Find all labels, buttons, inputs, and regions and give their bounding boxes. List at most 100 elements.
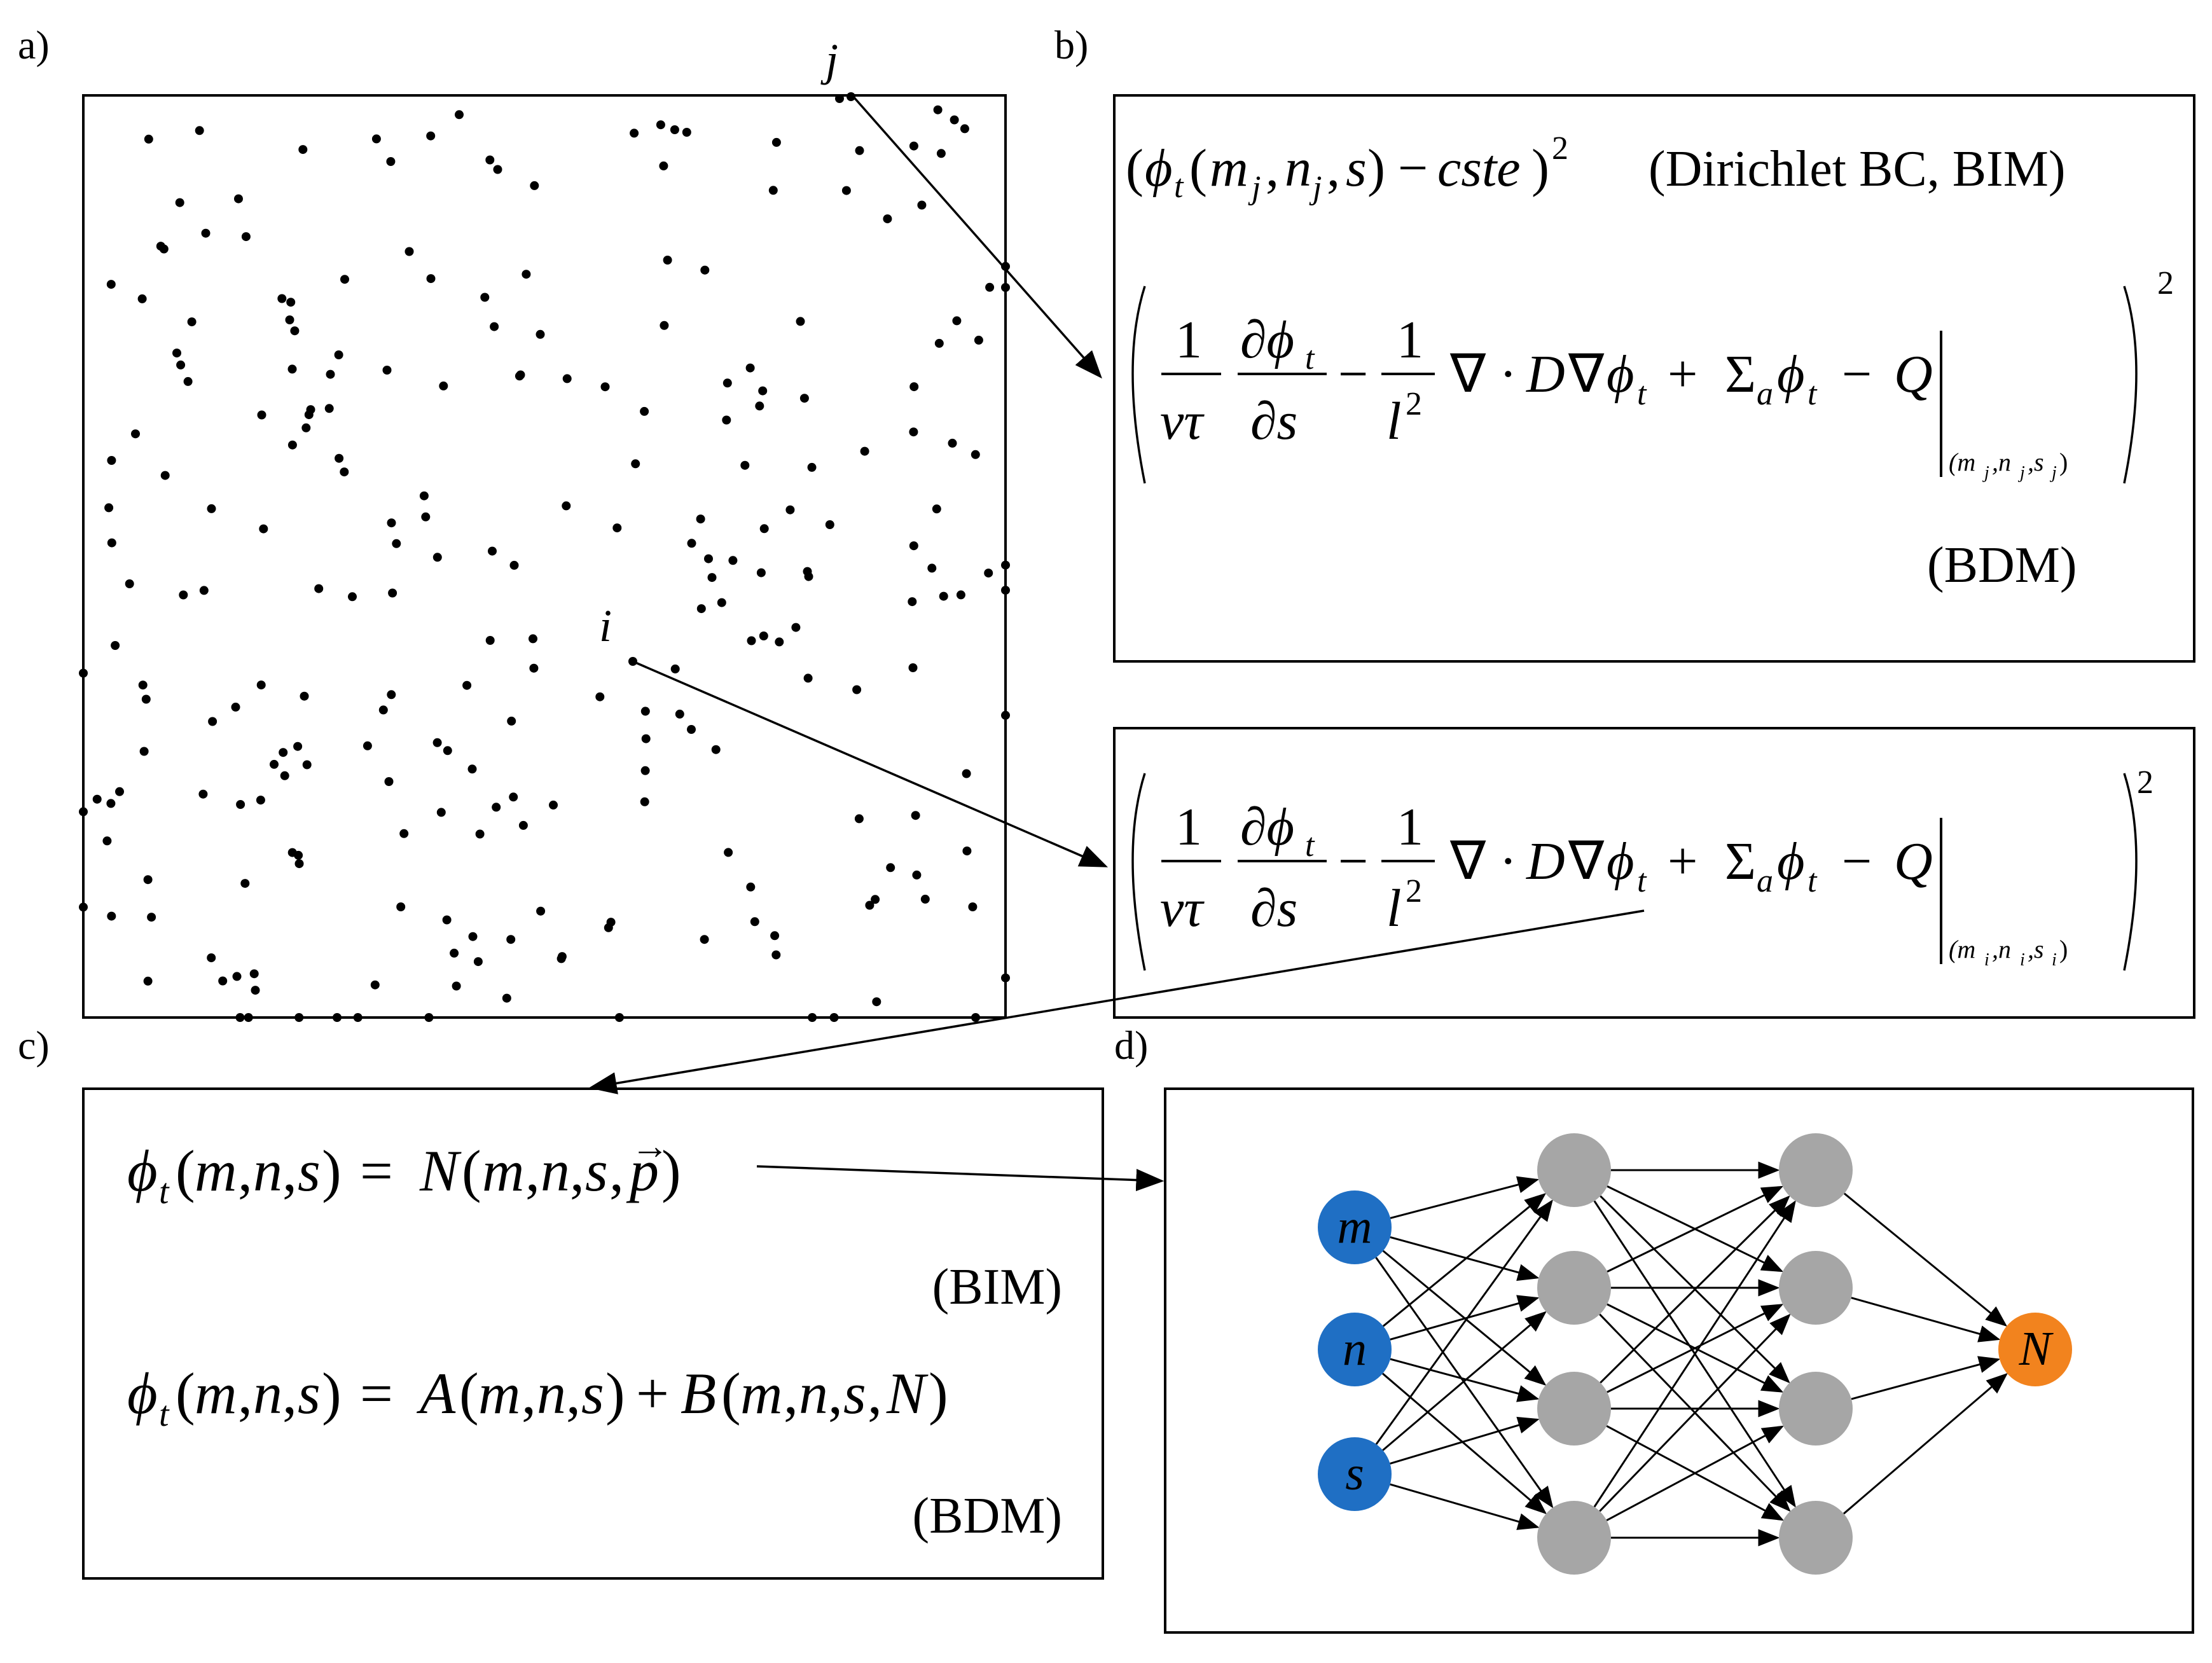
collocation-point <box>298 145 308 155</box>
svg-text:(: ( <box>459 1361 479 1426</box>
network-edge <box>1390 1483 1540 1530</box>
svg-text:t: t <box>1637 863 1647 899</box>
collocation-point <box>920 894 930 904</box>
collocation-point <box>138 680 148 690</box>
collocation-point <box>176 360 186 369</box>
svg-text:Σ: Σ <box>1725 345 1756 404</box>
collocation-point <box>492 803 501 812</box>
svg-text:∇ ·: ∇ · <box>1449 345 1517 404</box>
svg-text:B: B <box>681 1361 716 1426</box>
svg-text:,: , <box>282 1138 297 1203</box>
collocation-point <box>756 568 766 577</box>
collocation-point <box>244 1013 253 1022</box>
collocation-point <box>370 980 380 990</box>
svg-text:i: i <box>1984 950 1989 970</box>
svg-text:m: m <box>195 1361 237 1426</box>
svg-text:n: n <box>541 1138 570 1203</box>
collocation-point <box>771 137 781 147</box>
svg-text:(: ( <box>176 1138 195 1203</box>
collocation-point <box>640 766 650 775</box>
svg-text:s: s <box>1346 139 1367 198</box>
collocation-point <box>443 746 452 756</box>
svg-text:m: m <box>482 1138 524 1203</box>
output-node-N <box>1998 1313 2072 1386</box>
network-edge <box>1851 1297 2001 1342</box>
collocation-point <box>467 764 477 774</box>
collocation-point <box>256 796 265 805</box>
collocation-point <box>371 134 381 144</box>
svg-text:+: + <box>1668 832 1697 891</box>
collocation-point <box>614 1013 624 1022</box>
collocation-point <box>506 935 516 944</box>
collocation-point <box>682 128 691 137</box>
svg-text:2: 2 <box>1406 386 1422 422</box>
collocation-point <box>1001 261 1010 271</box>
svg-text:,: , <box>784 1361 798 1426</box>
collocation-point <box>759 631 768 640</box>
network-edge <box>1390 1236 1540 1281</box>
network-connections <box>1375 1161 2008 1547</box>
collocation-point <box>871 895 880 904</box>
collocation-point <box>841 186 851 195</box>
svg-text:∂ϕ: ∂ϕ <box>1240 310 1294 369</box>
collocation-point <box>382 366 392 375</box>
collocation-point <box>392 539 401 548</box>
collocation-point <box>485 155 495 165</box>
collocation-point <box>490 322 499 331</box>
collocation-point <box>473 957 483 967</box>
collocation-point <box>333 1013 342 1022</box>
collocation-point <box>932 504 941 514</box>
svg-text:j: j <box>1982 463 1989 483</box>
collocation-point <box>656 120 665 130</box>
panel-a-box <box>82 94 1007 1019</box>
collocation-point <box>640 797 649 806</box>
svg-text:,: , <box>238 1361 252 1426</box>
collocation-point <box>363 741 372 750</box>
collocation-point <box>717 598 726 607</box>
collocation-point <box>480 293 490 302</box>
svg-text:): ) <box>2059 448 2068 476</box>
network-edge <box>1382 1311 1547 1451</box>
svg-text:l: l <box>1386 879 1401 938</box>
collocation-point <box>750 917 759 927</box>
collocation-point <box>536 329 545 339</box>
collocation-point <box>241 232 251 242</box>
collocation-point <box>293 742 303 751</box>
svg-text:m: m <box>478 1361 520 1426</box>
collocation-point <box>755 401 764 411</box>
svg-text:,: , <box>1327 139 1340 198</box>
network-edge <box>1382 1250 1547 1386</box>
hidden-node <box>1779 1133 1853 1207</box>
collocation-point <box>746 882 756 892</box>
network-edge <box>1390 1416 1540 1465</box>
collocation-point <box>631 459 640 469</box>
svg-text:Σ: Σ <box>1725 832 1756 891</box>
svg-text:(m: (m <box>1949 448 1975 476</box>
svg-text:n: n <box>1285 139 1311 198</box>
network-edge <box>1606 1425 1785 1522</box>
collocation-point <box>825 520 834 529</box>
collocation-point <box>522 270 531 279</box>
collocation-point <box>971 450 980 459</box>
panel-label-c: c) <box>18 1023 50 1068</box>
collocation-point <box>290 326 300 336</box>
collocation-point <box>865 901 874 910</box>
collocation-point <box>557 952 567 962</box>
collocation-point <box>286 298 296 307</box>
collocation-point <box>300 691 309 701</box>
collocation-point <box>175 198 184 207</box>
collocation-point <box>971 1013 980 1022</box>
collocation-point <box>770 931 780 941</box>
collocation-point <box>115 787 124 796</box>
collocation-point <box>912 870 922 880</box>
collocation-point <box>235 1013 245 1022</box>
collocation-point <box>172 348 181 358</box>
collocation-point <box>102 836 112 846</box>
svg-text:(: ( <box>721 1361 741 1426</box>
collocation-point <box>530 181 539 190</box>
input-node-n <box>1318 1313 1392 1386</box>
collocation-point <box>909 427 918 437</box>
collocation-point <box>421 512 431 521</box>
